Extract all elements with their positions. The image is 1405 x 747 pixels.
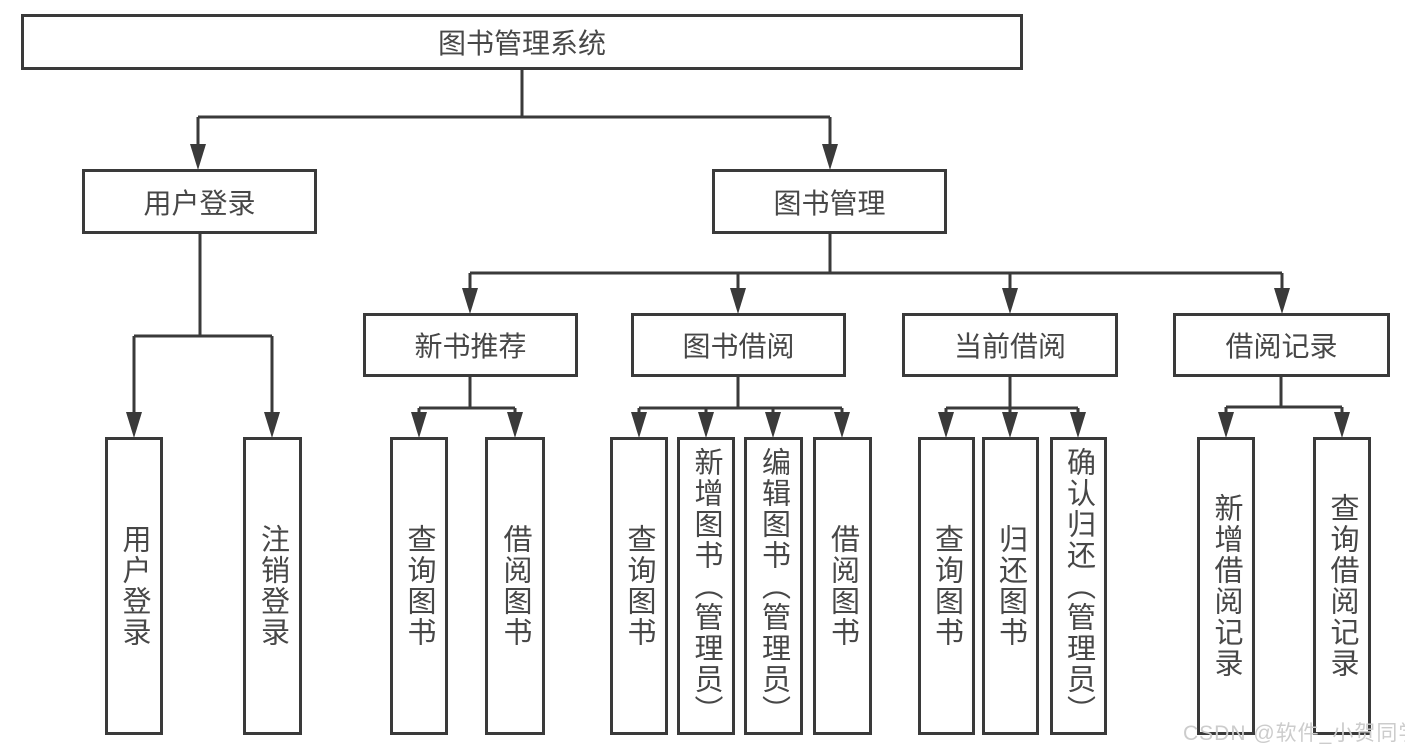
arrowhead-c3 <box>765 412 781 438</box>
arrowhead-borrow-records <box>1274 288 1290 314</box>
node-root: 图书管理系统 <box>21 14 1023 70</box>
leaf-query-books-recommend: 查询图书 <box>390 437 448 735</box>
arrowhead-b2 <box>507 412 523 438</box>
arrowhead-d2 <box>1002 412 1018 438</box>
leaf-query-books-current: 查询图书 <box>918 437 975 735</box>
node-new-book-recommend: 新书推荐 <box>363 313 578 377</box>
node-borrow-records: 借阅记录 <box>1173 313 1390 377</box>
arrowhead-e2 <box>1334 412 1350 438</box>
leaf-return-books: 归还图书 <box>982 437 1039 735</box>
arrowhead-leaf-logout <box>264 412 280 438</box>
node-current-borrow: 当前借阅 <box>902 313 1118 377</box>
connector-user-login-children <box>132 234 274 412</box>
leaf-edit-books-admin: 编辑图书（管理员） <box>744 437 803 735</box>
node-book-management: 图书管理 <box>712 169 947 234</box>
connector-borrow-records-children <box>1224 377 1344 412</box>
connector-current-borrow-children <box>944 377 1080 414</box>
arrowhead-user-login <box>190 144 206 170</box>
arrowhead-d3 <box>1070 412 1086 438</box>
leaf-borrow-books-recommend: 借阅图书 <box>485 437 545 735</box>
arrowhead-book-mgmt <box>822 144 838 170</box>
csdn-watermark: CSDN @软件_小贺同学 <box>1183 722 1405 745</box>
arrowhead-c1 <box>631 412 647 438</box>
connector-book-borrow-children <box>637 377 844 414</box>
arrowhead-new-book <box>462 288 478 314</box>
leaf-borrow-books: 借阅图书 <box>813 437 872 735</box>
arrowhead-leaf-user-login <box>126 412 142 438</box>
connector-root-to-level2 <box>196 70 832 146</box>
leaf-user-login: 用户登录 <box>105 437 163 735</box>
leaf-add-books-admin: 新增图书（管理员） <box>677 437 735 735</box>
arrowhead-c4 <box>834 412 850 438</box>
leaf-logout: 注销登录 <box>243 437 302 735</box>
node-user-login: 用户登录 <box>82 169 317 234</box>
arrowhead-d1 <box>938 412 954 438</box>
leaf-query-books-borrow: 查询图书 <box>610 437 668 735</box>
arrowhead-book-borrow <box>730 288 746 314</box>
connector-new-book-children <box>417 377 517 414</box>
connector-book-mgmt-children <box>468 234 1284 289</box>
arrowhead-e1 <box>1218 412 1234 438</box>
node-book-borrow: 图书借阅 <box>631 313 846 377</box>
arrowhead-b1 <box>411 412 427 438</box>
leaf-query-borrow-record: 查询借阅记录 <box>1313 437 1371 735</box>
arrowhead-c2 <box>698 412 714 438</box>
leaf-confirm-return-admin: 确认归还（管理员） <box>1050 437 1107 735</box>
leaf-add-borrow-record: 新增借阅记录 <box>1197 437 1255 735</box>
arrowhead-current-borrow <box>1002 288 1018 314</box>
